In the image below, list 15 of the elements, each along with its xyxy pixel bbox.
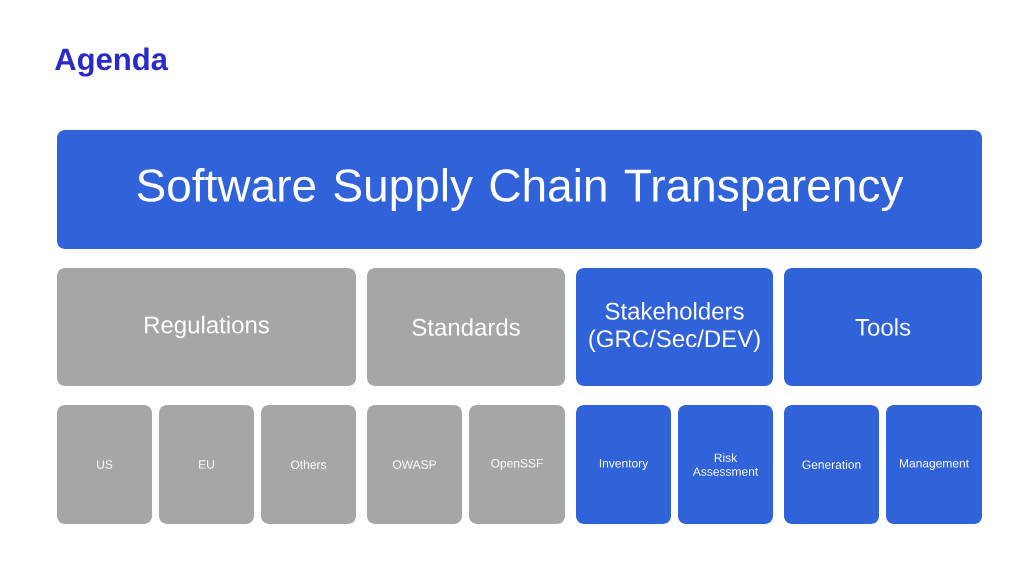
- category-box: Regulations: [57, 268, 356, 386]
- subtopic-box: OpenSSF: [469, 405, 565, 524]
- slide-title: Agenda: [55, 47, 169, 77]
- subtopic-box: Management: [886, 405, 982, 524]
- subtopic-box: EU: [159, 405, 254, 524]
- category-box: Tools: [784, 268, 982, 386]
- subtopic-box: US: [57, 405, 152, 524]
- subtopic-box: Generation: [784, 405, 879, 524]
- subtopic-box: Others: [261, 405, 356, 524]
- topic-banner: Software Supply Chain Transparency: [57, 130, 982, 249]
- category-box: Stakeholders (GRC/Sec/DEV): [576, 268, 773, 386]
- subtopic-box: Risk Assessment: [678, 405, 773, 524]
- subtopic-box: Inventory: [576, 405, 671, 524]
- subtopic-box: OWASP: [367, 405, 462, 524]
- category-box: Standards: [367, 268, 565, 386]
